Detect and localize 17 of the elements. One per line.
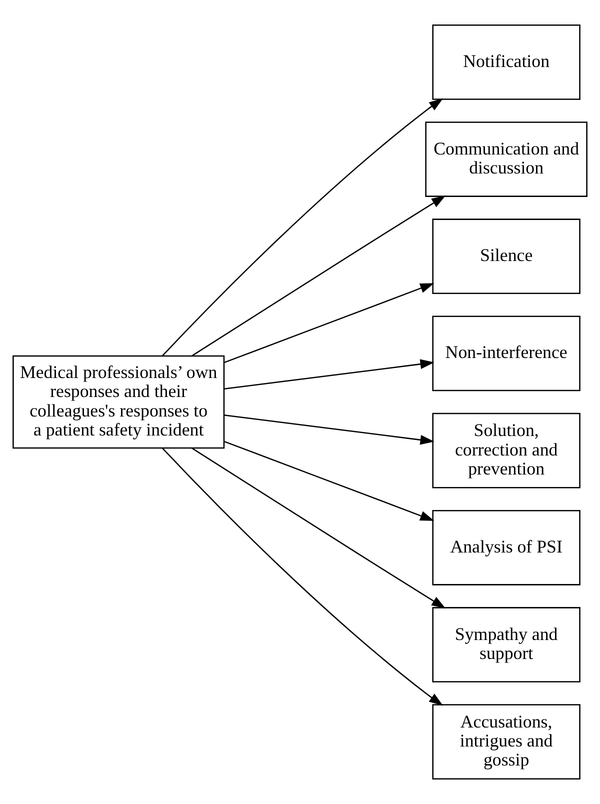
arrow bbox=[162, 98, 444, 356]
arrow bbox=[224, 440, 434, 521]
arrow bbox=[192, 448, 446, 608]
arrow bbox=[224, 414, 434, 445]
node-box: Accusations, intrigues and gossip bbox=[432, 704, 580, 780]
arrow bbox=[192, 196, 446, 356]
node-box: Medical professionals’ own responses and their colleagues's responses to a patient safety incident bbox=[12, 355, 225, 449]
arrow bbox=[224, 283, 434, 364]
node-box: Solution, correction and prevention bbox=[432, 412, 580, 488]
node-box: Analysis of PSI bbox=[432, 510, 580, 586]
node-box: Notification bbox=[432, 24, 580, 100]
arrow bbox=[224, 359, 434, 390]
node-box: Silence bbox=[432, 218, 580, 294]
node-box: Sympathy and support bbox=[432, 607, 580, 682]
arrow bbox=[162, 448, 444, 706]
node-box: Communication and discussion bbox=[425, 122, 588, 197]
node-box: Non-interference bbox=[432, 316, 580, 392]
